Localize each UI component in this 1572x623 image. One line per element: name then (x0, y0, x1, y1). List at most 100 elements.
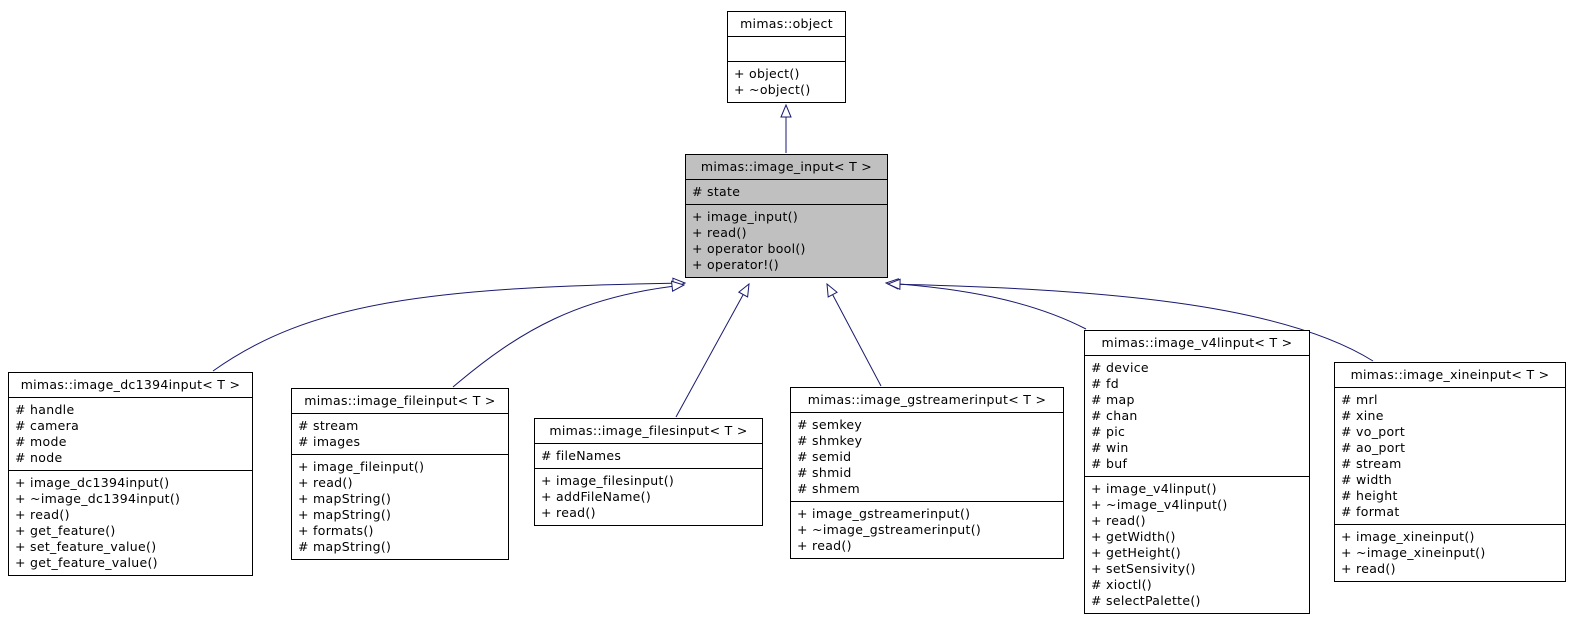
member-row: + object() (734, 66, 800, 81)
member-row: # shmkey (797, 433, 863, 448)
class-box-image-gstreamerinput[interactable]: mimas::image_gstreamerinput< T > # semke… (790, 387, 1064, 559)
member-row: + read() (1091, 513, 1146, 528)
class-box-image-fileinput[interactable]: mimas::image_fileinput< T > # stream# im… (291, 388, 509, 560)
edge-xineinput-to-image-input (888, 284, 1374, 362)
class-attributes (728, 37, 845, 62)
member-row: + image_fileinput() (298, 459, 425, 474)
member-row: # selectPalette() (1091, 593, 1201, 608)
member-row: # chan (1091, 408, 1138, 423)
member-row: + read() (298, 475, 353, 490)
class-methods: + image_filesinput()+ addFileName()+ rea… (535, 469, 762, 525)
member-row: + read() (541, 505, 596, 520)
member-row: + read() (797, 538, 852, 553)
class-attributes: # stream# images (292, 414, 508, 455)
member-row: # mapString() (298, 539, 392, 554)
member-row: # xine (1341, 408, 1384, 423)
member-row: # width (1341, 472, 1393, 487)
class-attributes: # state (686, 180, 887, 205)
class-title: mimas::image_fileinput< T > (292, 389, 508, 414)
member-row: + read() (692, 225, 747, 240)
member-row: # node (15, 450, 63, 465)
member-row: + getWidth() (1091, 529, 1176, 544)
member-row: + operator bool() (692, 241, 806, 256)
member-row: # semkey (797, 417, 863, 432)
member-row: + addFileName() (541, 489, 652, 504)
member-row: # pic (1091, 424, 1126, 439)
class-title: mimas::image_xineinput< T > (1335, 363, 1565, 388)
member-row: # device (1091, 360, 1149, 375)
class-title: mimas::image_gstreamerinput< T > (791, 388, 1063, 413)
member-row: + ~image_gstreamerinput() (797, 522, 982, 537)
member-row: + image_xineinput() (1341, 529, 1475, 544)
class-attributes: # device# fd# map# chan# pic# win# buf (1085, 356, 1309, 477)
member-row: # images (298, 434, 361, 449)
class-attributes: # mrl# xine# vo_port# ao_port# stream# w… (1335, 388, 1565, 525)
member-row: + image_gstreamerinput() (797, 506, 971, 521)
member-row: + image_v4linput() (1091, 481, 1217, 496)
member-row: # state (692, 184, 741, 199)
class-methods: + image_xineinput()+ ~image_xineinput()+… (1335, 525, 1565, 581)
class-methods: + image_fileinput()+ read()+ mapString()… (292, 455, 508, 559)
edge-fileinput-to-image-input (452, 285, 684, 388)
member-row: + image_filesinput() (541, 473, 675, 488)
member-row: + image_input() (692, 209, 799, 224)
member-row: # semid (797, 449, 852, 464)
class-methods: + image_input()+ read()+ operator bool()… (686, 205, 887, 277)
member-row: + ~object() (734, 82, 811, 97)
edge-dc1394input-to-image-input (212, 283, 685, 372)
class-box-image-xineinput[interactable]: mimas::image_xineinput< T > # mrl# xine#… (1334, 362, 1566, 582)
class-box-image-v4linput[interactable]: mimas::image_v4linput< T > # device# fd#… (1084, 330, 1310, 614)
class-title: mimas::image_filesinput< T > (535, 419, 762, 444)
member-row: # vo_port (1341, 424, 1406, 439)
member-row: # map (1091, 392, 1135, 407)
member-row: # win (1091, 440, 1129, 455)
member-row: + ~image_xineinput() (1341, 545, 1486, 560)
member-row: # format (1341, 504, 1400, 519)
class-box-image-input[interactable]: mimas::image_input< T > # state + image_… (685, 154, 888, 278)
member-row: + set_feature_value() (15, 539, 157, 554)
member-row: + get_feature_value() (15, 555, 158, 570)
edge-filesinput-to-image-input (675, 284, 749, 418)
class-attributes: # handle# camera# mode# node (9, 398, 252, 471)
member-row: + image_dc1394input() (15, 475, 170, 490)
class-methods: + image_v4linput()+ ~image_v4linput()+ r… (1085, 477, 1309, 613)
member-row: # height (1341, 488, 1398, 503)
class-title: mimas::image_input< T > (686, 155, 887, 180)
class-attributes: # fileNames (535, 444, 762, 469)
member-row: + operator!() (692, 257, 779, 272)
member-row: # mode (15, 434, 67, 449)
edge-v4linput-to-image-input (886, 283, 1087, 330)
member-row: + ~image_dc1394input() (15, 491, 181, 506)
member-row: # fd (1091, 376, 1119, 391)
class-attributes: # semkey# shmkey# semid# shmid# shmem (791, 413, 1063, 502)
member-row: + setSensivity() (1091, 561, 1196, 576)
class-methods: + object()+ ~object() (728, 62, 845, 102)
class-title: mimas::image_v4linput< T > (1085, 331, 1309, 356)
member-row: + getHeight() (1091, 545, 1181, 560)
edge-gstreamerinput-to-image-input (827, 284, 882, 387)
class-box-image-filesinput[interactable]: mimas::image_filesinput< T > # fileNames… (534, 418, 763, 526)
class-title: mimas::image_dc1394input< T > (9, 373, 252, 398)
member-row: # ao_port (1341, 440, 1406, 455)
member-row: + mapString() (298, 491, 392, 506)
member-row: + get_feature() (15, 523, 116, 538)
member-row: + formats() (298, 523, 374, 538)
member-row: # mrl (1341, 392, 1378, 407)
member-row: # stream (298, 418, 359, 433)
member-row: + read() (15, 507, 70, 522)
member-row: # xioctl() (1091, 577, 1152, 592)
class-box-object[interactable]: mimas::object + object()+ ~object() (727, 11, 846, 103)
class-methods: + image_dc1394input()+ ~image_dc1394inpu… (9, 471, 252, 575)
member-row: + ~image_v4linput() (1091, 497, 1228, 512)
member-row: + read() (1341, 561, 1396, 576)
member-row: # stream (1341, 456, 1402, 471)
member-row: + mapString() (298, 507, 392, 522)
member-row: # shmid (797, 465, 852, 480)
member-row: # buf (1091, 456, 1128, 471)
class-title: mimas::object (728, 12, 845, 37)
member-row: # fileNames (541, 448, 622, 463)
member-row: # handle (15, 402, 75, 417)
class-box-image-dc1394input[interactable]: mimas::image_dc1394input< T > # handle# … (8, 372, 253, 576)
